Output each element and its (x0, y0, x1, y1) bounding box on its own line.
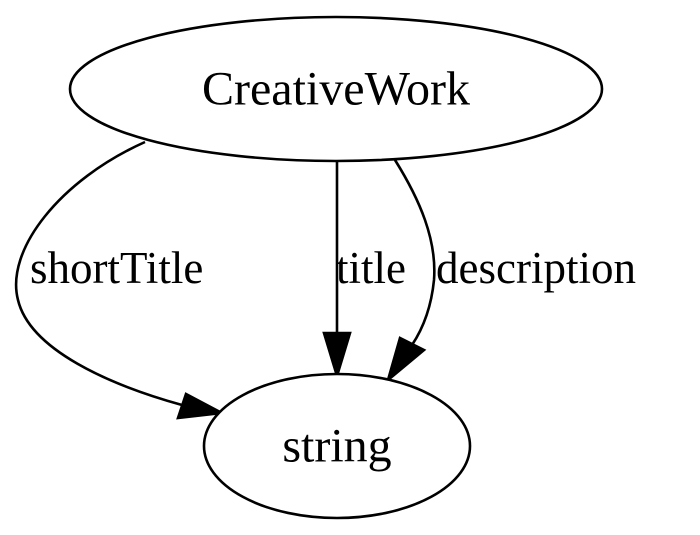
edge-shortTitle: shortTitle (14, 140, 227, 420)
node-string-shape (202, 372, 472, 520)
edge-title-arrowhead (322, 331, 352, 381)
edge-shortTitle-arrowhead (176, 392, 227, 420)
node-string: string (202, 372, 472, 520)
edge-description-arrowhead (385, 336, 427, 384)
edge-title-label: title (336, 243, 406, 293)
node-string-label: string (282, 420, 391, 473)
node-creativework: CreativeWork (68, 15, 604, 163)
edge-shortTitle-label: shortTitle (30, 243, 203, 293)
edge-title: title (322, 162, 406, 381)
node-creativework-label: CreativeWork (202, 63, 470, 116)
edge-shortTitle-line (14, 140, 183, 407)
node-creativework-shape (68, 15, 604, 163)
edge-description-line (393, 159, 436, 346)
edge-description-label: description (436, 243, 636, 293)
edge-description: description (385, 159, 636, 384)
